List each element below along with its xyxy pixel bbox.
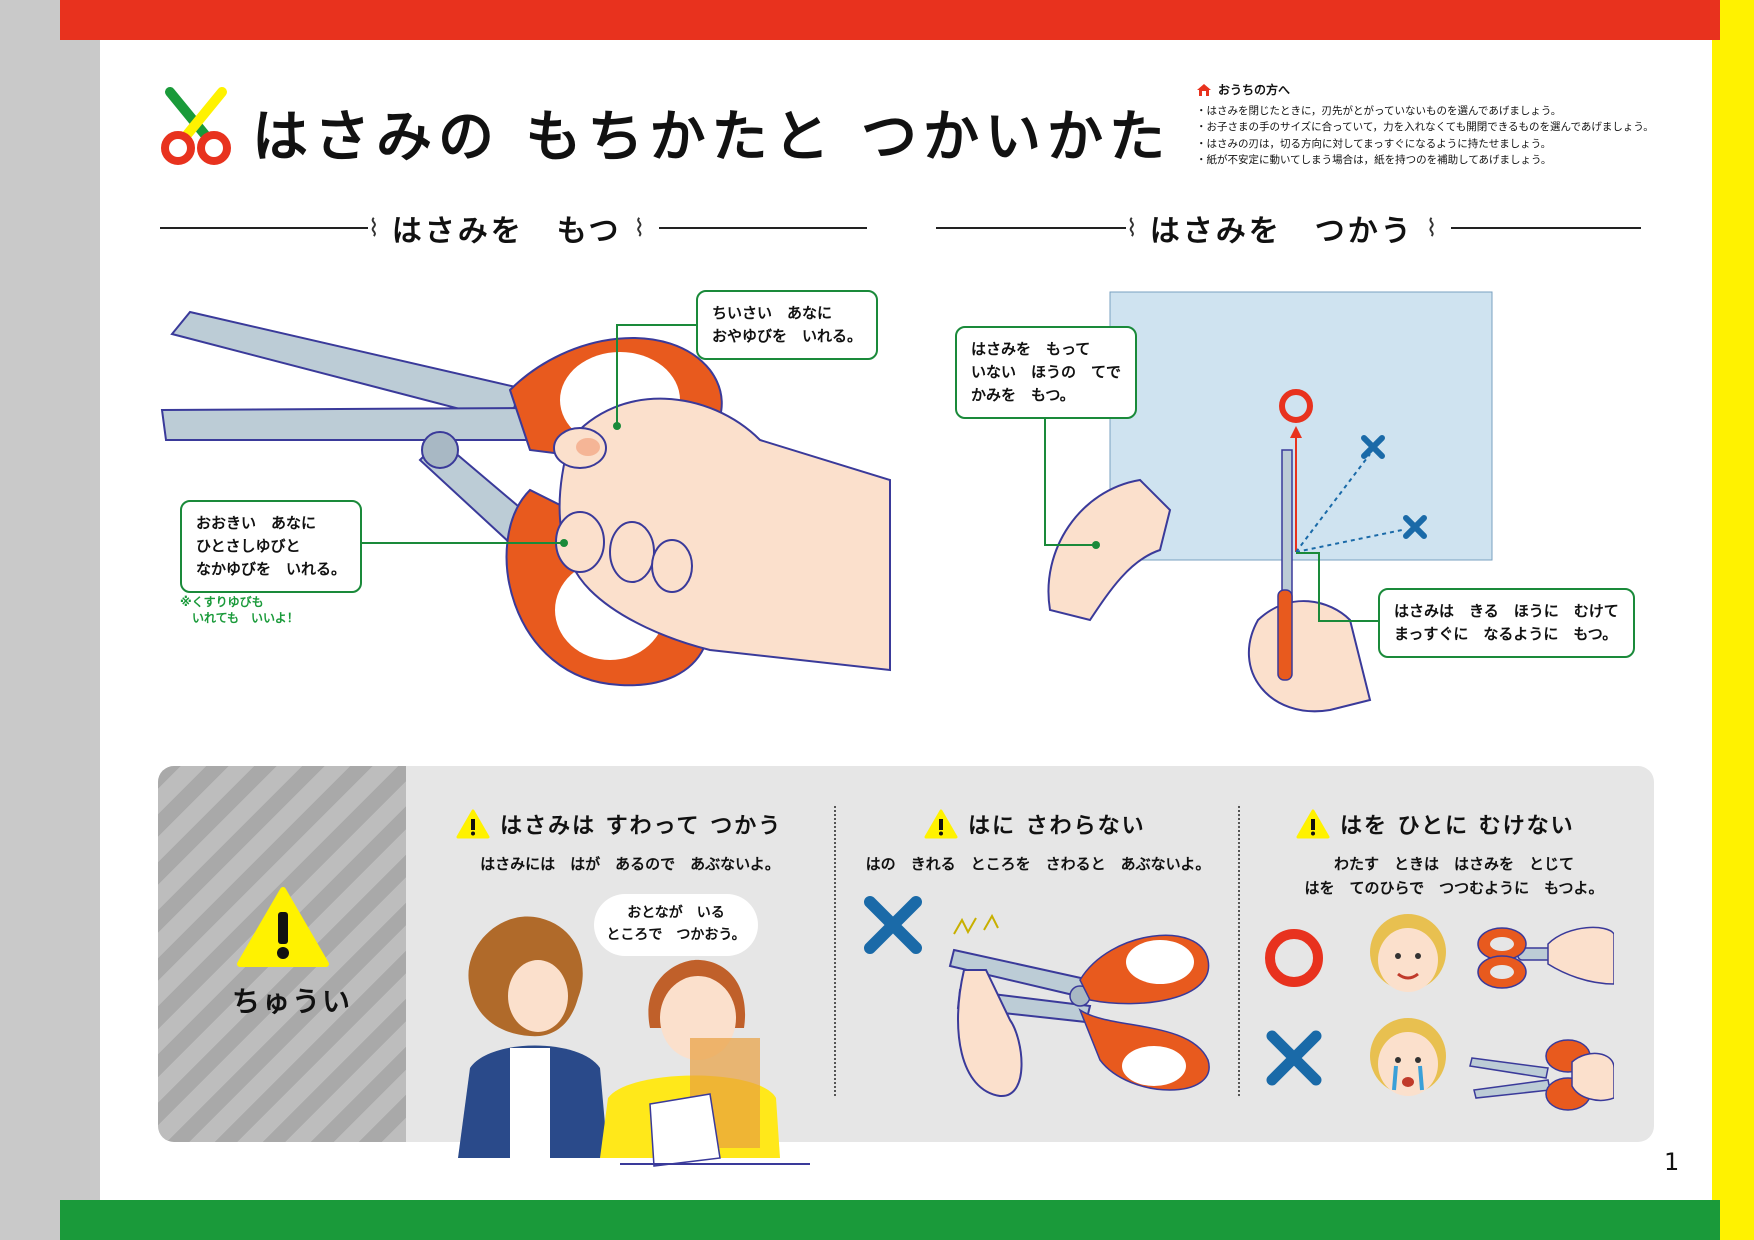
open-scissors-pointing-illustration: [1469, 1039, 1614, 1111]
speech-bubble: おとなが いる ところで つかおう。: [594, 894, 758, 956]
page-title: はさみの もちかたと つかいかた: [252, 105, 1171, 170]
parent-note-item: ・はさみを閉じたときに，刃先がとがっていないものを選んであげましょう。: [1196, 104, 1562, 117]
cutting-paper-illustration: [1047, 291, 1493, 713]
caution-col2-desc: はの きれる ところを さわると あぶないよ。: [865, 855, 1211, 873]
parent-note-heading: おうちの方へ: [1218, 83, 1291, 97]
page-number: 1: [1664, 1148, 1680, 1176]
scissors-logo-icon: [161, 87, 231, 165]
holding-scissors-illustration: [160, 310, 891, 687]
frame-bottom-green: [60, 1200, 1720, 1240]
caution-col1-desc: はさみには はが あるので あぶないよ。: [480, 855, 780, 873]
parent-note-item: ・お子さまの手のサイズに合っていて，力を入れなくても開閉できるものを選んであげま…: [1196, 121, 1654, 133]
closed-scissors-handover-illustration: [1477, 926, 1614, 989]
warning-icon: [924, 809, 958, 839]
caution-col3-title: はを ひとに むけない: [1296, 808, 1575, 840]
callout-small-hole: ちいさい あなに おやゆびを いれる。: [696, 290, 879, 360]
section-heading-hold: ⌇ はさみを もつ ⌇: [160, 210, 868, 249]
caution-label: ちゅうい: [232, 985, 353, 1018]
sitting-children-illustration: [458, 916, 810, 1167]
caution-col2-title: はに さわらない: [924, 808, 1146, 840]
section-heading-use: ⌇ はさみを つかう ⌇: [936, 210, 1642, 249]
caution-col1-title: はさみは すわって つかう: [456, 808, 782, 840]
parent-note-item: ・はさみの刃は，切る方向に対してまっすぐになるように持たせましょう。: [1196, 137, 1552, 150]
crying-child-face-illustration: [1370, 1018, 1446, 1096]
section-use-title: はさみを つかう: [1149, 214, 1414, 249]
happy-child-face-illustration: [1370, 914, 1446, 992]
callout-direction: はさみは きる ほうに むけて まっすぐに なるように もつ。: [1378, 588, 1635, 658]
warning-icon: [237, 887, 329, 967]
frame-right-yellow: [1712, 0, 1754, 1240]
parent-note: おうちの方へ ・はさみを閉じたときに，刃先がとがっていないものを選んであげましょ…: [1196, 82, 1666, 169]
caution-col3-desc: わたす ときは はさみを とじて はを てのひらで つつむように もつよ。: [1304, 855, 1604, 897]
warning-icon: [456, 809, 490, 839]
squiggle-icon: ⌇: [368, 214, 380, 242]
wrong-cross-icon: [1266, 1030, 1322, 1086]
correct-circle-icon: [1279, 389, 1313, 423]
touching-blade-illustration: [948, 913, 1210, 1098]
warning-icon: [1296, 809, 1330, 839]
house-icon: [1197, 84, 1211, 97]
wrong-cross-icon: [864, 896, 922, 954]
callout-big-hole: おおきい あなに ひとさしゆびと なかゆびを いれる。: [180, 500, 363, 593]
ring-finger-note: ※くすりゆびも いれても いいよ！: [180, 595, 299, 625]
squiggle-icon: ⌇: [1126, 214, 1138, 242]
frame-top-red: [60, 0, 1720, 40]
correct-circle-icon: [1265, 929, 1323, 987]
squiggle-icon: ⌇: [1425, 214, 1438, 242]
squiggle-icon: ⌇: [633, 214, 646, 242]
callout-other-hand: はさみを もって いない ほうの てで かみを もつ。: [955, 326, 1138, 419]
section-hold-title: はさみを もつ: [391, 214, 622, 249]
frame-left-gray: [0, 0, 100, 1240]
parent-note-item: ・紙が不安定に動いてしまう場合は，紙を持つのを補助してあげましょう。: [1196, 154, 1552, 166]
